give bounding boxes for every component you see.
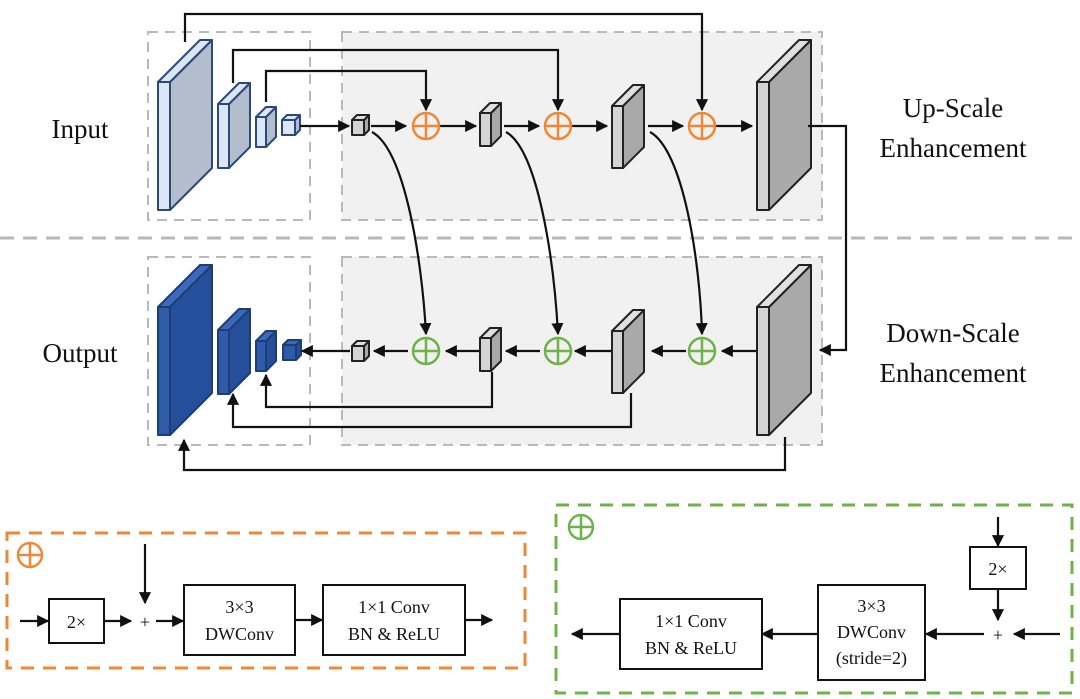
downscale-block-upsample-box	[969, 546, 1027, 590]
downscale-label-line2: Enhancement	[880, 358, 1027, 388]
downscale-label-line1: Down-Scale	[886, 318, 1019, 348]
output-feature-map-1	[157, 264, 213, 436]
output-feature-map-4	[282, 339, 302, 361]
upscale-block-frame	[5, 531, 527, 670]
input-feature-map-3	[255, 106, 277, 148]
upscale-block-conv-line1: 1×1 Conv	[358, 597, 430, 617]
downscale-block-dwconv-line1: 3×3	[857, 596, 885, 616]
upscale-label-line2: Enhancement	[880, 133, 1027, 163]
cross-link-3	[649, 131, 708, 336]
downscale-feature-map-1	[756, 264, 812, 436]
upscale-block-plus: +	[140, 612, 150, 632]
downscale-block-upsample-label: 2×	[988, 559, 1007, 579]
downscale-block-plus: +	[993, 625, 1003, 645]
input-feature-map-4	[281, 114, 301, 136]
downscale-feature-map-3	[479, 327, 502, 372]
cross-link-2	[505, 131, 564, 336]
upscale-add-node-1	[411, 111, 441, 141]
upscale-feature-map-4	[756, 39, 812, 211]
upscale-block-dwconv-line1: 3×3	[225, 597, 253, 617]
skip-wire-down-3	[177, 437, 787, 472]
upscale-add-node-3	[687, 111, 717, 141]
downscale-block-dwconv-box	[817, 584, 926, 681]
upscale-add-node-2	[543, 111, 573, 141]
output-feature-map-3	[255, 330, 277, 372]
upscale-block-conv-box	[322, 584, 466, 656]
upscale-block-dwconv-line2: DWConv	[205, 624, 274, 644]
upscale-feature-map-2	[479, 102, 502, 147]
feature-maps	[157, 39, 812, 436]
skip-wire-down-1	[259, 372, 494, 409]
skip-wire-down-2	[226, 392, 633, 429]
skip-wire-1	[183, 12, 709, 112]
input-feature-map-2	[217, 82, 251, 169]
downscale-block-conv-box	[619, 598, 763, 670]
downscale-add-node-3	[687, 336, 717, 366]
skip-wire-2	[231, 48, 565, 112]
downscale-block-conv-line2: BN & ReLU	[645, 638, 737, 658]
upscale-block-conv-line2: BN & ReLU	[348, 624, 440, 644]
output-feature-map-2	[217, 308, 251, 395]
upscale-block-upsample-label: 2×	[67, 612, 86, 632]
cross-link-1	[371, 131, 432, 336]
downscale-add-node-1	[411, 336, 441, 366]
downscale-add-node-2	[543, 336, 573, 366]
upscale-block-symbol	[16, 541, 44, 569]
downscale-block-dwconv-line3: (stride=2)	[836, 648, 907, 669]
bridge-wire	[808, 124, 848, 357]
output-label: Output	[42, 338, 118, 368]
input-feature-map-1	[157, 39, 213, 211]
upscale-label-line1: Up-Scale	[903, 93, 1003, 123]
upscale-block-dwconv-box	[183, 584, 296, 656]
upscale-block-upsample-box	[48, 598, 105, 644]
downscale-block-dwconv-line2: DWConv	[837, 622, 906, 642]
downscale-block-symbol	[567, 513, 595, 541]
input-label: Input	[52, 114, 109, 144]
upscale-feature-map-3	[611, 84, 645, 169]
downscale-feature-map-4	[351, 340, 370, 362]
downscale-block-conv-line1: 1×1 Conv	[655, 611, 727, 631]
upscale-feature-map-1	[351, 114, 370, 136]
add-nodes	[411, 111, 717, 366]
downscale-feature-map-2	[611, 309, 645, 394]
skip-wire-3	[264, 69, 433, 112]
